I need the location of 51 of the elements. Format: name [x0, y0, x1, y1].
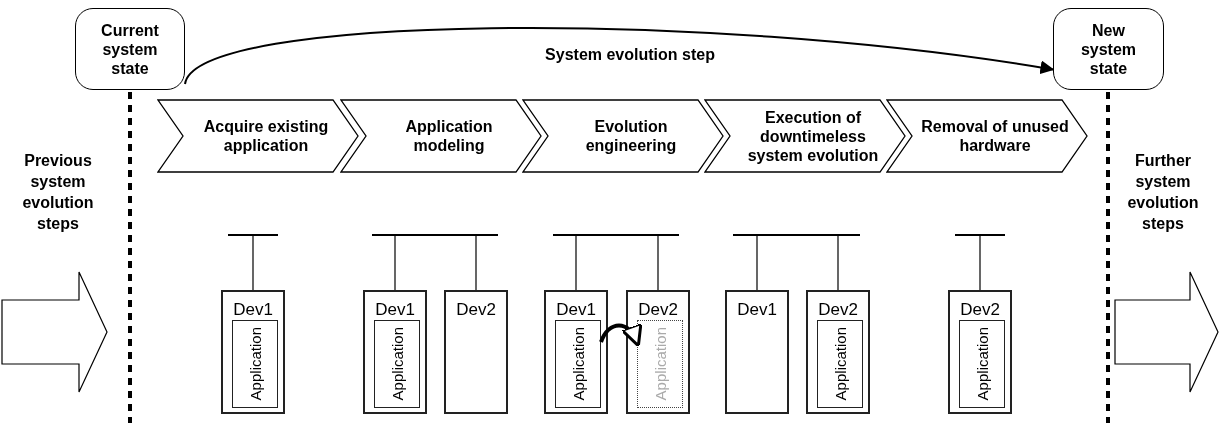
- step-label: Evolution engineering: [584, 117, 678, 155]
- device-label: Dev2: [637, 300, 679, 320]
- bus-link-line: [575, 235, 577, 291]
- step-label: Application modeling: [404, 117, 494, 155]
- device-label: Dev1: [374, 300, 416, 320]
- application-label: Application: [831, 327, 849, 401]
- step-label: Acquire existing application: [202, 117, 330, 155]
- device-box: [544, 290, 608, 414]
- application-label: Application: [973, 327, 991, 401]
- bus-link-line: [475, 235, 477, 291]
- process-step: [704, 99, 906, 173]
- step-label: Execution of downtimeless system evolution: [746, 107, 880, 165]
- application-box: [959, 320, 1005, 408]
- state-box: New system state: [1053, 8, 1164, 90]
- application-box: [637, 320, 683, 408]
- side-note: Previous system evolution steps: [21, 151, 95, 234]
- device-label: Dev1: [736, 300, 778, 320]
- application-box: [817, 320, 863, 408]
- application-label: Application: [651, 327, 669, 401]
- device-box: [948, 290, 1012, 414]
- application-label: Application: [388, 327, 406, 401]
- device-box: [626, 290, 690, 414]
- device-box: [444, 290, 508, 414]
- bus-link-line: [756, 235, 758, 291]
- process-step: [886, 99, 1088, 173]
- application-label: Application: [569, 327, 587, 401]
- device-label: Dev2: [455, 300, 497, 320]
- step-label: Removal of unused hardware: [920, 117, 1070, 155]
- device-box: [363, 290, 427, 414]
- side-note: Further system evolution steps: [1126, 151, 1200, 234]
- process-step: [157, 99, 359, 173]
- application-box: [232, 320, 278, 408]
- bus-link-line: [252, 235, 254, 291]
- device-label: Dev1: [232, 300, 274, 320]
- edge-label: System evolution step: [544, 45, 716, 65]
- device-label: Dev2: [817, 300, 859, 320]
- process-step: [340, 99, 542, 173]
- state-box: Current system state: [75, 8, 185, 90]
- application-box: [555, 320, 601, 408]
- device-box: [725, 290, 789, 414]
- bus-link-line: [657, 235, 659, 291]
- device-box: [806, 290, 870, 414]
- process-step: [522, 99, 724, 173]
- device-label: Dev1: [555, 300, 597, 320]
- bus-link-line: [979, 235, 981, 291]
- bus-link-line: [394, 235, 396, 291]
- device-label: Dev2: [959, 300, 1001, 320]
- application-label: Application: [246, 327, 264, 401]
- device-box: [221, 290, 285, 414]
- bus-link-line: [837, 235, 839, 291]
- application-box: [374, 320, 420, 408]
